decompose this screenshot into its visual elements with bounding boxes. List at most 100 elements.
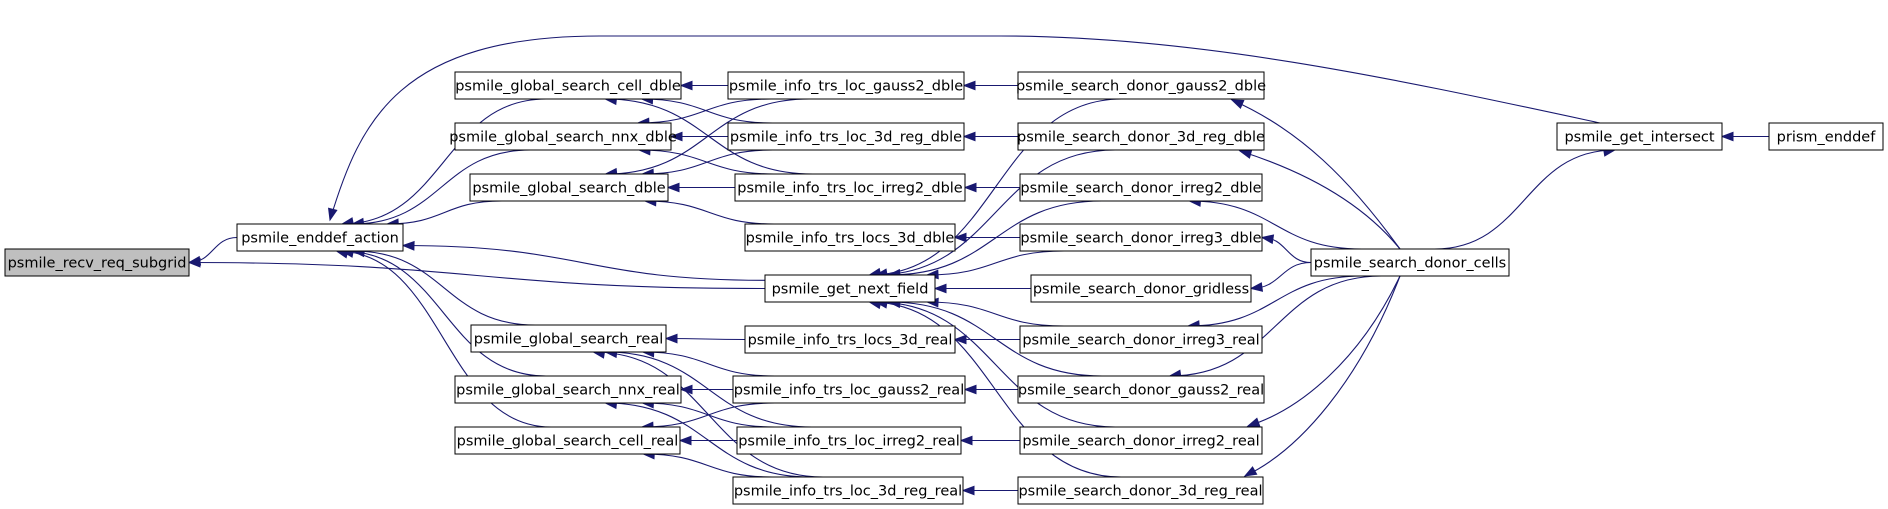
arrow-head (1243, 466, 1258, 477)
call-edge (959, 435, 1020, 446)
node-box (732, 375, 966, 404)
node-box (1556, 122, 1723, 151)
function-node-sd-gauss2-real[interactable]: psmile_search_donor_gauss2_real (1017, 375, 1265, 404)
arrow-head (962, 80, 976, 91)
function-node-gs-dble[interactable]: psmile_global_search_dble (469, 173, 669, 202)
edge-line (1239, 150, 1401, 250)
call-edge (385, 200, 502, 229)
function-node-sd-3dreg-real[interactable]: psmile_search_donor_3d_reg_real (1017, 476, 1264, 505)
node-box (1019, 426, 1263, 455)
function-node-it-3dreg-real[interactable]: psmile_info_trs_loc_3d_reg_real (732, 476, 964, 505)
function-node-it-gauss2-real[interactable]: psmile_info_trs_loc_gauss2_real (732, 375, 966, 404)
node-box (744, 325, 956, 354)
call-edge (340, 248, 547, 377)
arrow-head (1720, 131, 1734, 142)
node-box (1017, 476, 1264, 505)
function-node-gs-cell-real[interactable]: psmile_global_search_cell_real (454, 426, 681, 455)
call-edge (1434, 147, 1617, 250)
edge-line (642, 149, 773, 175)
node-label: psmile_enddef_action (241, 231, 399, 247)
call-edge (591, 348, 824, 478)
function-node-sd-3dreg-dble[interactable]: psmile_search_donor_3d_reg_dble (1017, 122, 1265, 151)
function-node-enddef[interactable]: psmile_enddef_action (236, 223, 404, 252)
edge-line (1188, 275, 1363, 327)
function-node-sd-irreg3-dble[interactable]: psmile_search_donor_irreg3_dble (1019, 223, 1263, 252)
arrow-head (401, 240, 415, 251)
function-node-gs-cell-dble[interactable]: psmile_global_search_cell_dble (454, 71, 682, 100)
node-label: psmile_info_trs_loc_gauss2_dble (729, 79, 963, 95)
arrow-head (1260, 234, 1275, 245)
function-node-sd-irreg3-real[interactable]: psmile_search_donor_irreg3_real (1019, 325, 1263, 354)
call-edge (874, 149, 1116, 279)
edge-line (352, 149, 531, 225)
node-box (470, 324, 667, 353)
function-node-gs-real[interactable]: psmile_global_search_real (470, 324, 667, 353)
node-label: psmile_search_donor_3d_reg_dble (1017, 130, 1265, 146)
function-node-sd-gauss2-dble[interactable]: psmile_search_donor_gauss2_dble (1016, 71, 1266, 100)
arrow-head (1246, 417, 1261, 427)
node-box (1017, 71, 1265, 100)
call-edge (664, 333, 746, 344)
node-label: psmile_info_trs_loc_irreg2_dble (737, 181, 963, 197)
arrow-head (961, 485, 975, 496)
edge-line (1244, 275, 1401, 477)
function-node-next-field[interactable]: psmile_get_next_field (764, 274, 936, 303)
call-edge (678, 435, 737, 446)
node-box (732, 476, 964, 505)
edge-line (869, 98, 1122, 276)
edge-line (341, 98, 547, 225)
call-edge (679, 384, 733, 395)
edge-line (644, 200, 775, 225)
function-node-prism-enddef[interactable]: prism_enddef (1768, 122, 1884, 151)
arrow-head (953, 334, 967, 345)
arrow-head (679, 80, 693, 91)
function-node-sd-gridless[interactable]: psmile_search_donor_gridless (1030, 274, 1252, 303)
edge-line (188, 261, 766, 290)
node-label: psmile_search_donor_irreg3_real (1022, 333, 1259, 349)
function-node-it-locs3d-dble[interactable]: psmile_info_trs_locs_3d_dble (744, 223, 956, 252)
arrow-head (1249, 282, 1264, 292)
function-node-sd-cells[interactable]: psmile_search_donor_cells (1310, 248, 1510, 277)
arrow-head (669, 131, 683, 142)
function-nodes: psmile_recv_req_subgridpsmile_enddef_act… (4, 71, 1884, 505)
edge-line (1169, 275, 1382, 377)
node-box (744, 223, 956, 252)
node-box (727, 71, 965, 100)
call-edge (874, 298, 1116, 428)
edge-line (926, 250, 1065, 276)
arrow-head (933, 283, 947, 294)
call-edge (679, 80, 729, 91)
function-node-it-locs3d-real[interactable]: psmile_info_trs_locs_3d_real (744, 325, 956, 354)
node-label: psmile_search_donor_gridless (1033, 282, 1249, 298)
function-node-it-3dreg-dble[interactable]: psmile_info_trs_loc_3d_reg_dble (727, 122, 965, 151)
function-node-it-gauss2-dble[interactable]: psmile_info_trs_loc_gauss2_dble (727, 71, 965, 100)
call-edge (953, 232, 1021, 243)
arrow-head (664, 333, 678, 344)
node-label: psmile_search_donor_irreg2_real (1022, 434, 1259, 450)
edge-line (637, 98, 772, 124)
node-box (734, 173, 966, 202)
function-node-gs-nnx-dble[interactable]: psmile_global_search_nnx_dble (449, 122, 677, 151)
arrow-head (666, 182, 680, 193)
node-label: psmile_global_search_real (474, 332, 663, 348)
arrow-head (963, 182, 977, 193)
function-node-it-irreg2-real[interactable]: psmile_info_trs_loc_irreg2_real (736, 426, 962, 455)
call-edge (961, 485, 1018, 496)
node-box (469, 173, 669, 202)
edge-line (353, 250, 536, 326)
arrow-head (1230, 99, 1245, 110)
call-edge (963, 182, 1020, 193)
edge-line (1231, 99, 1401, 250)
node-label: psmile_search_donor_gauss2_real (1018, 383, 1264, 399)
function-node-gs-nnx-real[interactable]: psmile_global_search_nnx_real (454, 375, 682, 404)
node-box (454, 71, 682, 100)
edge-line (875, 301, 1116, 428)
function-node-get-intersect[interactable]: psmile_get_intersect (1556, 122, 1723, 151)
function-node-sd-irreg2-dble[interactable]: psmile_search_donor_irreg2_dble (1019, 173, 1263, 202)
node-label: psmile_search_donor_irreg3_dble (1020, 231, 1261, 247)
node-box (1017, 375, 1265, 404)
function-node-it-irreg2-dble[interactable]: psmile_info_trs_loc_irreg2_dble (734, 173, 966, 202)
edge-line (643, 453, 773, 478)
node-box (1019, 173, 1263, 202)
function-node-sd-irreg2-real[interactable]: psmile_search_donor_irreg2_real (1019, 426, 1263, 455)
